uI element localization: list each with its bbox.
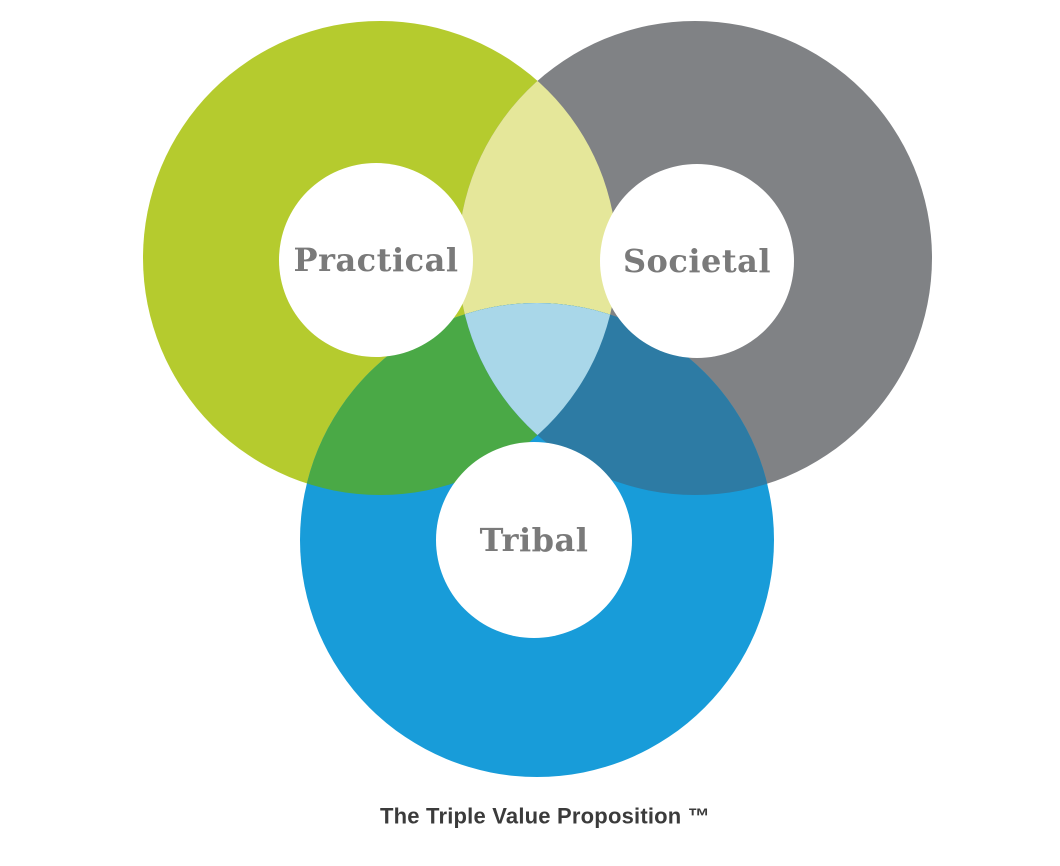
tribal-hole	[436, 442, 632, 638]
overlap-societal-tribal	[458, 303, 774, 495]
practical-hole	[279, 163, 473, 357]
societal-hole	[600, 164, 794, 358]
tribal-label: Tribal	[480, 521, 589, 559]
practical-label: Practical	[294, 241, 459, 279]
societal-label: Societal	[623, 242, 771, 280]
overlap-practical-tribal	[300, 303, 617, 495]
diagram-caption: The Triple Value Proposition ™	[380, 804, 710, 829]
